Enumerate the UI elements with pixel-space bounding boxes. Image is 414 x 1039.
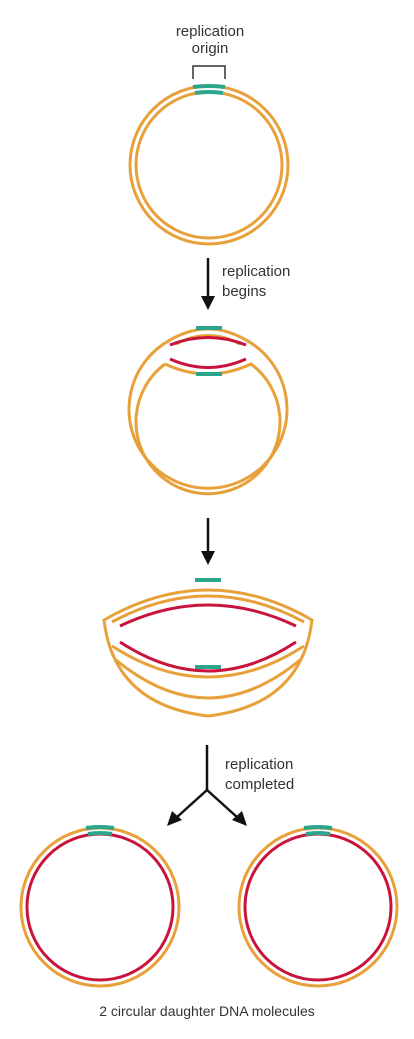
origin-label-line2: origin xyxy=(160,39,260,59)
begins-label: replication begins xyxy=(222,262,290,302)
replication-bubble xyxy=(129,328,287,494)
caption: 2 circular daughter DNA molecules xyxy=(0,1001,414,1021)
origin-segment xyxy=(193,86,225,87)
arrow-down-2 xyxy=(201,518,215,565)
parent-circle xyxy=(130,66,288,244)
late-replication-theta xyxy=(104,580,312,716)
completed-label-line1: replication xyxy=(225,755,294,775)
completed-label-line2: completed xyxy=(225,775,294,795)
new-strand-top xyxy=(170,338,246,346)
begins-label-line1: replication xyxy=(222,262,290,282)
begins-label-line2: begins xyxy=(222,282,290,302)
new-strand-bottom xyxy=(170,359,246,368)
origin-bracket xyxy=(193,66,225,79)
daughter-molecule-right xyxy=(239,827,397,986)
origin-label: replication origin xyxy=(160,22,260,59)
daughter-molecule-left xyxy=(21,827,179,986)
arrow-down-1 xyxy=(201,258,215,310)
origin-segment-inner xyxy=(195,92,223,93)
completed-label: replication completed xyxy=(225,755,294,795)
